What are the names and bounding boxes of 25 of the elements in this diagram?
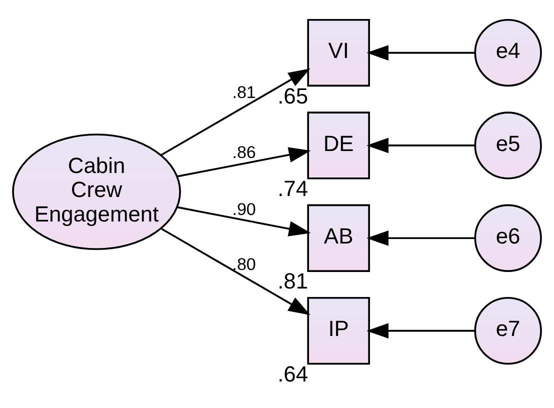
arrow	[177, 147, 311, 178]
node-label: .64	[278, 361, 308, 386]
arrow	[366, 138, 475, 154]
node-box: DE	[307, 112, 370, 180]
node-box: IP	[307, 296, 370, 365]
arrow	[366, 45, 475, 60]
arrow	[160, 228, 310, 316]
arrow	[366, 323, 475, 338]
node-label: .81	[278, 268, 308, 294]
node-box: VI	[307, 18, 370, 87]
edge-label: .81	[232, 83, 256, 102]
node-label: .74	[278, 176, 308, 201]
node-circle: e7	[474, 296, 542, 365]
node-circle: e6	[474, 204, 542, 272]
node-circle: e5	[474, 112, 542, 180]
arrow	[160, 68, 310, 156]
node-ellipse: Cabin Crew Engagement	[12, 134, 181, 250]
arrow	[366, 230, 475, 246]
node-box: AB	[307, 204, 370, 272]
edge-label: .80	[232, 255, 256, 274]
node-circle: e4	[474, 18, 542, 87]
arrow	[177, 206, 311, 236]
node-label: .65	[278, 83, 308, 108]
edge-label: .90	[232, 200, 256, 220]
edge-label: .86	[232, 142, 256, 162]
